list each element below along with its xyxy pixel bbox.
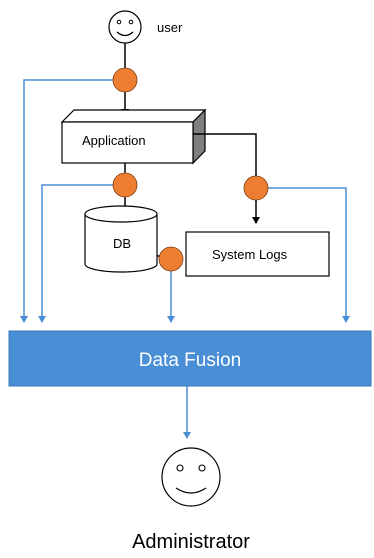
application-box (60, 108, 207, 165)
application-label: Application (82, 133, 146, 148)
administrator-icon (161, 447, 221, 507)
tap-point-user (112, 67, 138, 93)
administrator-label: Administrator (132, 531, 250, 553)
data-fusion-bar (8, 330, 372, 387)
user-label: user (157, 20, 183, 35)
tap-point-db (158, 246, 184, 272)
tap-point-application (112, 172, 138, 198)
application-tap-line (38, 184, 125, 323)
db-cylinder (84, 205, 158, 273)
user-tap-line (20, 79, 125, 323)
logs-tap-line (256, 187, 350, 323)
data-fusion-label: Data Fusion (139, 350, 241, 371)
user-icon (108, 10, 142, 44)
tap-point-logs (243, 175, 269, 201)
system-logs-box (185, 231, 330, 277)
system-logs-label: System Logs (212, 247, 288, 262)
db-label: DB (113, 236, 131, 251)
